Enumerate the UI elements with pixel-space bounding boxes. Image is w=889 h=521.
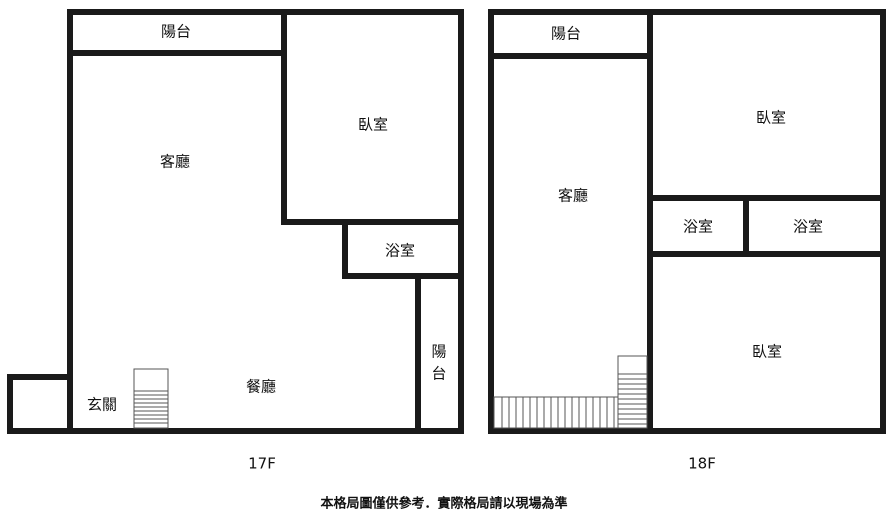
outer-wall-17f [67, 9, 464, 434]
entrance-wall-17f [7, 374, 73, 434]
room-label-bedroom-17f: 臥室 [358, 116, 388, 134]
room-label-dining-room-17f: 餐廳 [246, 378, 276, 396]
room-label-balcony-side-17f-line2: 台 [431, 365, 446, 383]
bathroom-wall-17f [342, 219, 464, 279]
disclaimer-note: 本格局圖僅供參考．實際格局請以現場為準 [320, 496, 567, 512]
floor-label-17f: 17F [248, 455, 276, 473]
room-label-bathroom-2-18f: 浴室 [793, 218, 823, 236]
room-label-bedroom-top-18f: 臥室 [756, 109, 786, 127]
room-label-entrance-17f: 玄關 [87, 396, 117, 414]
room-label-balcony-18f: 陽台 [551, 25, 581, 43]
outer-wall-18f [488, 9, 886, 434]
room-label-living-room-18f: 客廳 [558, 187, 588, 205]
room-label-bathroom-1-18f: 浴室 [683, 218, 713, 236]
room-label-bathroom-17f: 浴室 [385, 242, 415, 260]
floor-plan-17f: 陽台 臥室 客廳 浴室 陽 台 餐廳 玄關 17F [7, 9, 464, 473]
room-label-balcony-side-17f-line1: 陽 [431, 343, 446, 361]
room-label-balcony-top-17f: 陽台 [161, 23, 191, 41]
room-label-bedroom-bottom-18f: 臥室 [752, 343, 782, 361]
bedroom-wall-17f [281, 9, 464, 225]
staircase-17f [133, 368, 169, 429]
floor-plan-18f: 陽台 臥室 客廳 浴室 浴室 臥室 18F [488, 9, 886, 473]
floor-label-18f: 18F [688, 455, 716, 473]
room-label-living-room-17f: 客廳 [160, 153, 190, 171]
staircase-18f [493, 355, 648, 429]
